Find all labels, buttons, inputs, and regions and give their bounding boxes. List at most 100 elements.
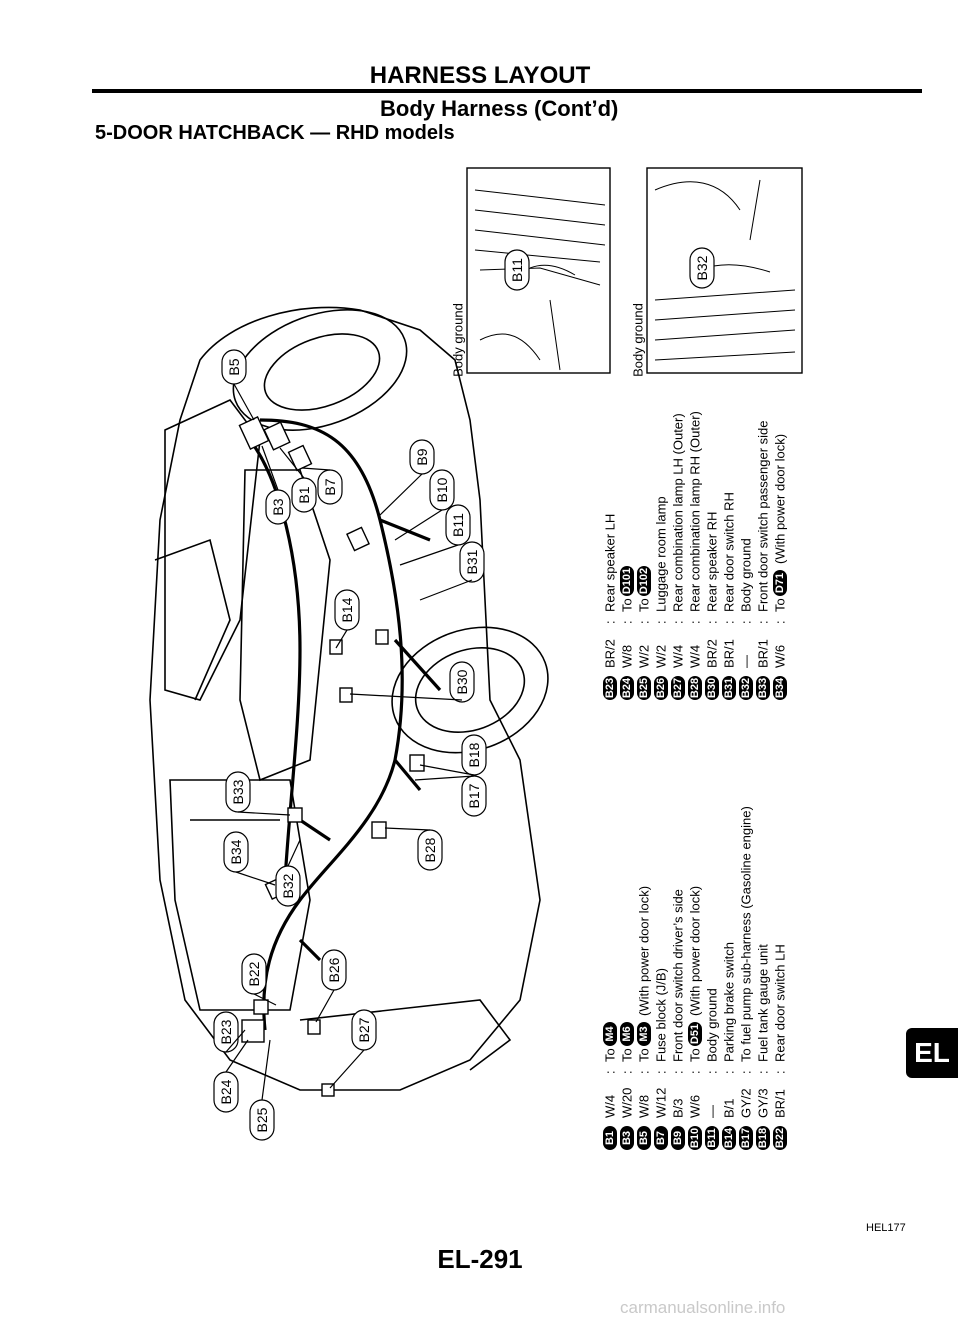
section-heading: 5-DOOR HATCHBACK — RHD models (95, 122, 455, 144)
svg-text:B31: B31 (723, 678, 735, 698)
callout-B7: B7 (317, 469, 343, 505)
svg-text:W/6: W/6 (688, 1095, 703, 1118)
svg-text::: : (722, 620, 737, 624)
svg-text:B5: B5 (226, 358, 242, 375)
legend-row-B31: B31 BR/1 : Rear door switch RH (722, 492, 737, 700)
svg-text:B9: B9 (414, 448, 430, 465)
svg-text:B11: B11 (706, 1128, 718, 1148)
svg-text:B9: B9 (672, 1131, 684, 1145)
svg-text:Parking brake switch: Parking brake switch (722, 942, 737, 1062)
svg-text:B17: B17 (740, 1128, 752, 1148)
svg-text::: : (654, 620, 669, 624)
svg-text::: : (739, 1070, 754, 1074)
svg-text:Rear combination lamp RH (Oute: Rear combination lamp RH (Outer) (688, 411, 703, 612)
title-rule (92, 89, 922, 93)
callout-B34: B34 (223, 831, 249, 873)
svg-text:B14: B14 (723, 1127, 735, 1148)
svg-text:B11: B11 (450, 513, 466, 537)
legend-row-B9: B9 B/3 : Front door switch driver’s side (671, 889, 686, 1150)
callout-B22: B22 (241, 953, 267, 995)
legend-row-B14: B14 B/1 : Parking brake switch (722, 942, 737, 1150)
svg-text:W/2: W/2 (654, 645, 669, 668)
svg-text:B30: B30 (706, 678, 718, 698)
svg-text:Rear speaker LH: Rear speaker LH (603, 514, 618, 612)
svg-text::: : (705, 1070, 720, 1074)
callout-B26: B26 (321, 949, 347, 991)
svg-text:To: To (620, 1048, 635, 1062)
callout-B28: B28 (417, 829, 443, 871)
legend-row-B32: B32 — : Body ground (739, 538, 754, 700)
svg-text:B26: B26 (326, 957, 342, 982)
svg-text:(With power door lock): (With power door lock) (637, 886, 652, 1016)
callout-B17: B17 (461, 775, 487, 817)
callout-B24: B24 (213, 1071, 239, 1113)
svg-text:B33: B33 (230, 779, 246, 804)
legend-row-B23: B23 BR/2 : Rear speaker LH (603, 514, 618, 700)
svg-text:B22: B22 (246, 961, 262, 986)
svg-text:W/20: W/20 (620, 1088, 635, 1118)
svg-text:Front door switch passenger si: Front door switch passenger side (756, 421, 771, 612)
svg-text:To: To (688, 1048, 703, 1062)
svg-text:Rear speaker RH: Rear speaker RH (705, 512, 720, 612)
svg-text:—: — (705, 1105, 720, 1118)
svg-text:B3: B3 (270, 498, 286, 515)
callout-B32: B32 (275, 865, 301, 907)
svg-text:B/3: B/3 (671, 1098, 686, 1118)
svg-text:B14: B14 (339, 597, 355, 622)
svg-text:Rear door switch RH: Rear door switch RH (722, 492, 737, 612)
legend-row-B27: B27 W/4 : Rear combination lamp LH (Oute… (671, 413, 686, 700)
wheels (232, 309, 549, 754)
svg-text::: : (637, 620, 652, 624)
svg-text::: : (756, 1070, 771, 1074)
legend-row-B25: B25 W/2 : To D102 (637, 566, 652, 700)
ground-inset-label: Body ground (451, 303, 466, 377)
svg-text:Front door switch driver’s sid: Front door switch driver’s side (671, 889, 686, 1062)
svg-text::: : (722, 1070, 737, 1074)
ground-inset-label: Body ground (631, 303, 646, 377)
page-subtitle: Body Harness (Cont’d) (380, 96, 619, 121)
svg-text:BR/1: BR/1 (756, 639, 771, 668)
svg-text:M4: M4 (604, 1025, 616, 1041)
svg-text::: : (671, 1070, 686, 1074)
svg-text::: : (739, 620, 754, 624)
svg-text:B34: B34 (228, 839, 244, 864)
svg-text:M3: M3 (638, 1026, 650, 1041)
svg-text:Luggage room lamp: Luggage room lamp (654, 496, 669, 612)
legend-row-B18: B18 GY/3 : Fuel tank gauge unit (756, 944, 771, 1150)
legend-left: B1 W/4 : To M4 B3 W/20 : To M6 B5 W/8 : … (603, 806, 788, 1150)
callout-B27: B27 (351, 1009, 377, 1051)
svg-text:B28: B28 (689, 678, 701, 698)
svg-text:B10: B10 (434, 477, 450, 502)
svg-text:B3: B3 (621, 1131, 633, 1145)
legend-row-B26: B26 W/2 : Luggage room lamp (654, 496, 669, 700)
callout-B23: B23 (213, 1011, 239, 1053)
svg-text:BR/2: BR/2 (603, 639, 618, 668)
svg-text:D71: D71 (774, 573, 786, 593)
callout-B18: B18 (461, 734, 487, 776)
svg-text:B/1: B/1 (722, 1098, 737, 1118)
svg-text::: : (773, 620, 788, 624)
svg-text::: : (756, 620, 771, 624)
svg-text:W/2: W/2 (637, 645, 652, 668)
svg-text:B34: B34 (774, 677, 786, 698)
svg-text:B23: B23 (604, 678, 616, 698)
svg-text:Fuel tank gauge unit: Fuel tank gauge unit (756, 944, 771, 1062)
svg-text:D102: D102 (638, 568, 650, 594)
legend-row-B3: B3 W/20 : To M6 (620, 1022, 635, 1150)
legend-right: B23 BR/2 : Rear speaker LH B24 W/8 : To … (603, 411, 788, 700)
svg-text:Body ground: Body ground (705, 988, 720, 1062)
svg-text:To: To (603, 1048, 618, 1062)
svg-text::: : (688, 620, 703, 624)
callout-B25: B25 (249, 1099, 275, 1141)
svg-text:W/6: W/6 (773, 645, 788, 668)
svg-text:B32: B32 (740, 678, 752, 698)
svg-text:W/12: W/12 (654, 1088, 669, 1118)
svg-text:B5: B5 (638, 1131, 650, 1145)
legend-row-B28: B28 W/4 : Rear combination lamp RH (Oute… (688, 411, 703, 700)
section-tab: EL (906, 1028, 958, 1078)
svg-text:BR/2: BR/2 (705, 639, 720, 668)
ground-inset-b32: B32 Body ground (631, 167, 803, 377)
svg-text:B17: B17 (466, 783, 482, 808)
svg-text:B27: B27 (356, 1017, 372, 1042)
callout-B9: B9 (409, 439, 435, 475)
